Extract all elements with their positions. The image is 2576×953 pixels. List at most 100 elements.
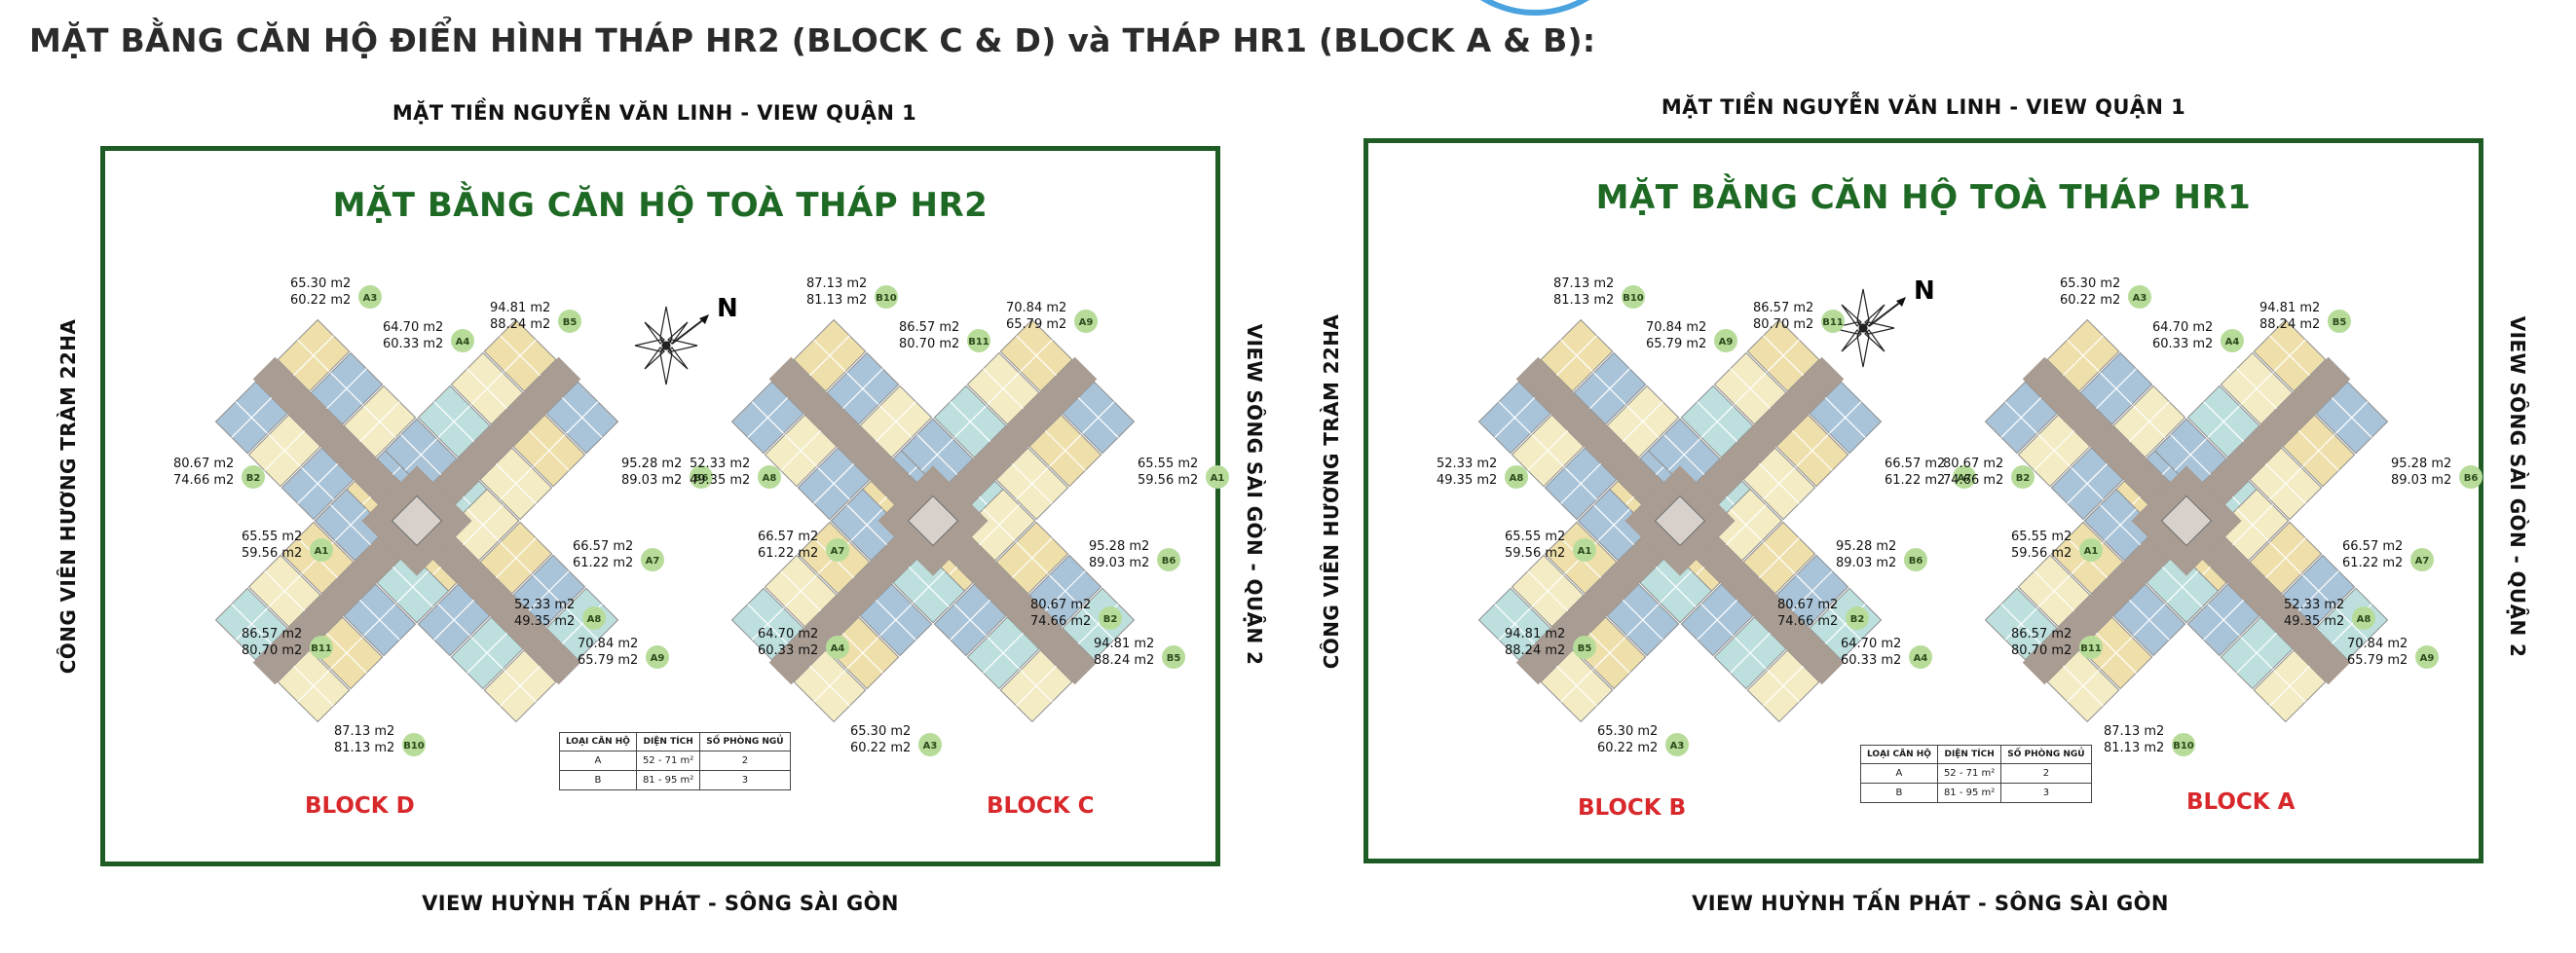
unit-tag-badge — [451, 329, 474, 352]
legend-header-type: LOẠI CĂN HỘ — [559, 732, 637, 751]
unit-area-primary: 87.13 m2 — [2104, 724, 2164, 739]
unit-tag-badge — [1206, 465, 1229, 489]
unit-tag: B2 — [246, 473, 261, 484]
unit-area-secondary: 88.24 m2 — [2259, 317, 2320, 332]
unit-tag: A9 — [1719, 337, 1734, 348]
block-b-wings — [1477, 318, 1883, 723]
unit-area-secondary: 80.70 m2 — [2011, 643, 2072, 658]
unit-area-primary: 87.13 m2 — [1553, 276, 1614, 291]
unit-tag-badge — [875, 285, 898, 309]
legend-cell: B — [559, 770, 637, 790]
unit-area-secondary: 80.70 m2 — [1753, 317, 1813, 332]
unit-tag: A9 — [651, 653, 665, 664]
unit-tag: A7 — [646, 556, 660, 567]
unit-area-secondary: 74.66 m2 — [1943, 473, 2003, 488]
unit-label: 86.57 m2 80.70 m2 B11 — [1753, 301, 1845, 333]
corridor — [405, 509, 581, 685]
unit-area-primary: 86.57 m2 — [2011, 627, 2072, 641]
unit-area-primary: 70.84 m2 — [1646, 320, 1706, 335]
unit-area-secondary: 74.66 m2 — [1777, 614, 1838, 629]
corridor — [1668, 509, 1845, 685]
unit-tag-badge — [582, 606, 606, 630]
corridor — [768, 509, 945, 685]
unit-area-secondary: 81.13 m2 — [1553, 293, 1614, 308]
unit-tag: B6 — [2464, 473, 2479, 484]
unit-area-secondary: 60.22 m2 — [290, 293, 351, 308]
unit-tag: A7 — [2415, 556, 2430, 567]
unit-tag: B10 — [876, 293, 897, 304]
unit-tag-badge — [242, 465, 265, 489]
unit-tag-badge — [826, 636, 849, 659]
unit-area-primary: 70.84 m2 — [578, 637, 638, 651]
legend-cell: 2 — [2000, 763, 2092, 784]
unit-area-secondary: 81.13 m2 — [334, 741, 394, 755]
unit-area-primary: 66.57 m2 — [1885, 457, 1945, 471]
north-label: N — [717, 294, 738, 323]
corridor — [2022, 356, 2198, 532]
unit-tag-badge — [310, 636, 333, 659]
legend-cell: B — [1860, 783, 1938, 803]
unit-tag-badge — [1714, 329, 1737, 352]
unit-tag-badge — [2410, 548, 2434, 571]
block-a-wings — [1984, 318, 2389, 723]
unit-tag: B11 — [968, 337, 989, 348]
panel-hr1-right-label: VIEW SÔNG SÀI GÒN - QUẬN 2 — [2506, 315, 2529, 658]
unit-area-primary: 65.55 m2 — [1505, 530, 1565, 544]
unit-area-primary: 64.70 m2 — [758, 627, 818, 641]
legend-cell: 52 - 71 m² — [635, 751, 701, 771]
block-a-label: BLOCK A — [2186, 789, 2296, 815]
compass-rose-hr2: N — [634, 294, 738, 385]
unit-tag: B5 — [1167, 653, 1181, 664]
wing — [900, 318, 1136, 554]
unit-tag: A1 — [315, 546, 329, 557]
unit-tag-badge — [646, 645, 669, 669]
stair-core — [1654, 495, 1706, 547]
unit-area-primary: 86.57 m2 — [899, 320, 959, 335]
unit-area-primary: 80.67 m2 — [173, 457, 234, 471]
unit-area-secondary: 80.70 m2 — [242, 643, 302, 658]
panel-hr1-bottom-label: VIEW HUỲNH TẤN PHÁT - SÔNG SÀI GÒN — [1692, 892, 2169, 915]
legend-cell: 3 — [699, 770, 791, 790]
unit-area-secondary: 89.03 m2 — [1089, 556, 1149, 570]
corridor — [2175, 356, 2351, 532]
unit-area-primary: 64.70 m2 — [2152, 320, 2213, 335]
unit-tag: B11 — [1822, 317, 1844, 328]
unit-area-secondary: 60.33 m2 — [1841, 653, 1901, 668]
unit-area-primary: 70.84 m2 — [1006, 301, 1066, 315]
unit-tag-badge — [2079, 538, 2103, 562]
unit-area-primary: 86.57 m2 — [242, 627, 302, 641]
legend-cell: 3 — [2000, 783, 2092, 803]
unit-tag: B10 — [1623, 293, 1644, 304]
wing — [1477, 318, 1713, 554]
unit-tag-badge — [1162, 645, 1185, 669]
unit-area-secondary: 61.22 m2 — [2342, 556, 2403, 570]
unit-area-primary: 80.67 m2 — [1777, 598, 1838, 612]
unit-tag-badge — [2011, 465, 2035, 489]
unit-area-primary: 52.33 m2 — [690, 457, 750, 471]
unit-tag-badge — [1821, 310, 1845, 333]
panel-hr1-title: MẶT BẰNG CĂN HỘ TOÀ THÁP HR1 — [1595, 178, 2252, 217]
unit-area-secondary: 89.03 m2 — [621, 473, 682, 488]
unit-area-primary: 65.30 m2 — [1597, 724, 1658, 739]
unit-area-primary: 86.57 m2 — [1753, 301, 1813, 315]
legend-table-hr2: LOẠI CĂN HỘ DIỆN TÍCH SỐ PHÒNG NGỦ A 52 … — [559, 732, 791, 790]
legend-cell: 52 - 71 m² — [1936, 763, 2002, 784]
unit-tag-badge — [402, 733, 426, 756]
unit-area-secondary: 89.03 m2 — [2391, 473, 2451, 488]
corridor — [252, 509, 429, 685]
panel-hr2-left-label: CÔNG VIÊN HƯƠNG TRÀM 22HA — [56, 318, 80, 675]
legend-cell: 81 - 95 m² — [1936, 783, 2002, 803]
